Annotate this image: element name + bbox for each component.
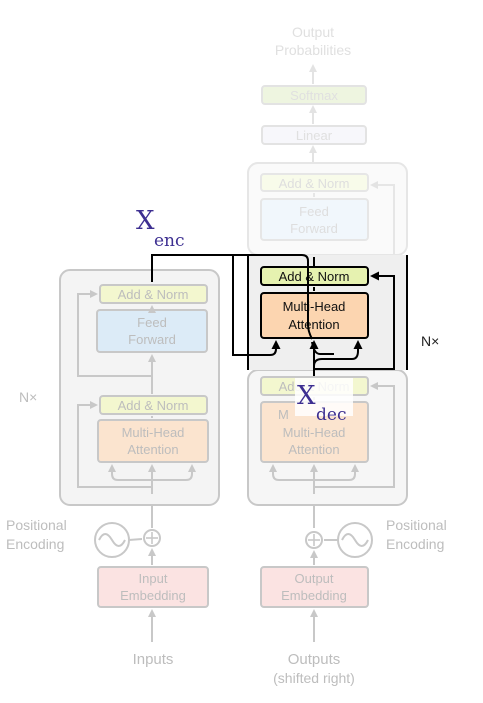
encoder-positional-sine-icon xyxy=(94,522,130,558)
linear-box xyxy=(261,125,367,145)
x-dec-annotation: X dec xyxy=(295,378,353,425)
decoder-lower-connections xyxy=(269,382,395,528)
encoder-add-norm-top-label: Add & Norm xyxy=(118,287,189,302)
decoder-nx-label: N× xyxy=(421,333,439,349)
outputs-label-1: Outputs xyxy=(288,651,341,668)
encoder-positional-encoding-label-2: Encoding xyxy=(6,536,64,552)
encoder-attention-label-1: Multi-Head xyxy=(122,425,185,440)
decoder-feed-forward-box xyxy=(260,198,369,241)
cross-attention-label-2: Attention xyxy=(288,317,339,332)
decoder-add-norm-top-box xyxy=(260,173,369,192)
encoder-connections xyxy=(77,290,196,528)
x-enc-annotation: X enc xyxy=(136,206,185,251)
encoder-positional-encoding-label-1: Positional xyxy=(6,517,67,533)
x-dec-base: X xyxy=(297,381,316,411)
output-probabilities-label-1: Output xyxy=(292,24,334,40)
cross-attention-box xyxy=(260,292,369,339)
output-probabilities-label-2: Probabilities xyxy=(275,42,351,58)
output-embedding-label-2: Embedding xyxy=(281,588,347,603)
output-embedding-box xyxy=(260,566,369,608)
input-embedding-box xyxy=(97,566,209,608)
cross-attention-connections xyxy=(151,254,395,376)
encoder-block xyxy=(59,269,220,506)
x-dec-subscript: dec xyxy=(316,405,346,425)
x-enc-subscript: enc xyxy=(154,231,185,251)
encoder-add-norm-top-box xyxy=(99,284,208,304)
encoder-feed-forward-label-2: Forward xyxy=(128,332,176,347)
linear-label: Linear xyxy=(296,128,333,143)
input-embedding-label-2: Embedding xyxy=(120,588,186,603)
decoder-feed-forward-label-2: Forward xyxy=(290,221,338,236)
softmax-label: Softmax xyxy=(290,88,338,103)
decoder-masked-attention-label-2: Attention xyxy=(288,442,339,457)
decoder-positional-encoding-label-2: Encoding xyxy=(386,536,444,552)
encoder-nx-label: N× xyxy=(19,389,37,405)
decoder-feed-forward-label-1: Feed xyxy=(299,204,329,219)
inputs-label: Inputs xyxy=(133,651,174,668)
decoder-positional-encoding-label-1: Positional xyxy=(386,517,447,533)
decoder-positional-sine-icon xyxy=(337,522,373,558)
decoder-masked-attention-label-1: Multi-Head xyxy=(283,425,346,440)
encoder-attention-label-2: Attention xyxy=(127,442,178,457)
decoder-masked-attention-label-0: M xyxy=(278,407,289,422)
input-embedding-label-1: Input xyxy=(139,571,168,586)
encoder-feed-forward-label-1: Feed xyxy=(137,315,167,330)
cross-add-norm-label: Add & Norm xyxy=(279,269,350,284)
output-embedding-label-1: Output xyxy=(294,571,333,586)
softmax-box xyxy=(261,85,367,105)
encoder-add-norm-bottom-box xyxy=(99,395,208,415)
cross-add-norm-box xyxy=(260,266,369,286)
encoder-attention-box xyxy=(97,419,209,463)
decoder-output-stack: Output Probabilities Softmax Linear xyxy=(261,24,367,163)
cross-attention-label-1: Multi-Head xyxy=(283,299,346,314)
encoder-add-norm-bottom-label: Add & Norm xyxy=(118,398,189,413)
x-enc-base: X xyxy=(136,206,155,236)
decoder-add-norm-top-label: Add & Norm xyxy=(279,176,350,191)
outputs-label-2: (shifted right) xyxy=(273,670,355,686)
